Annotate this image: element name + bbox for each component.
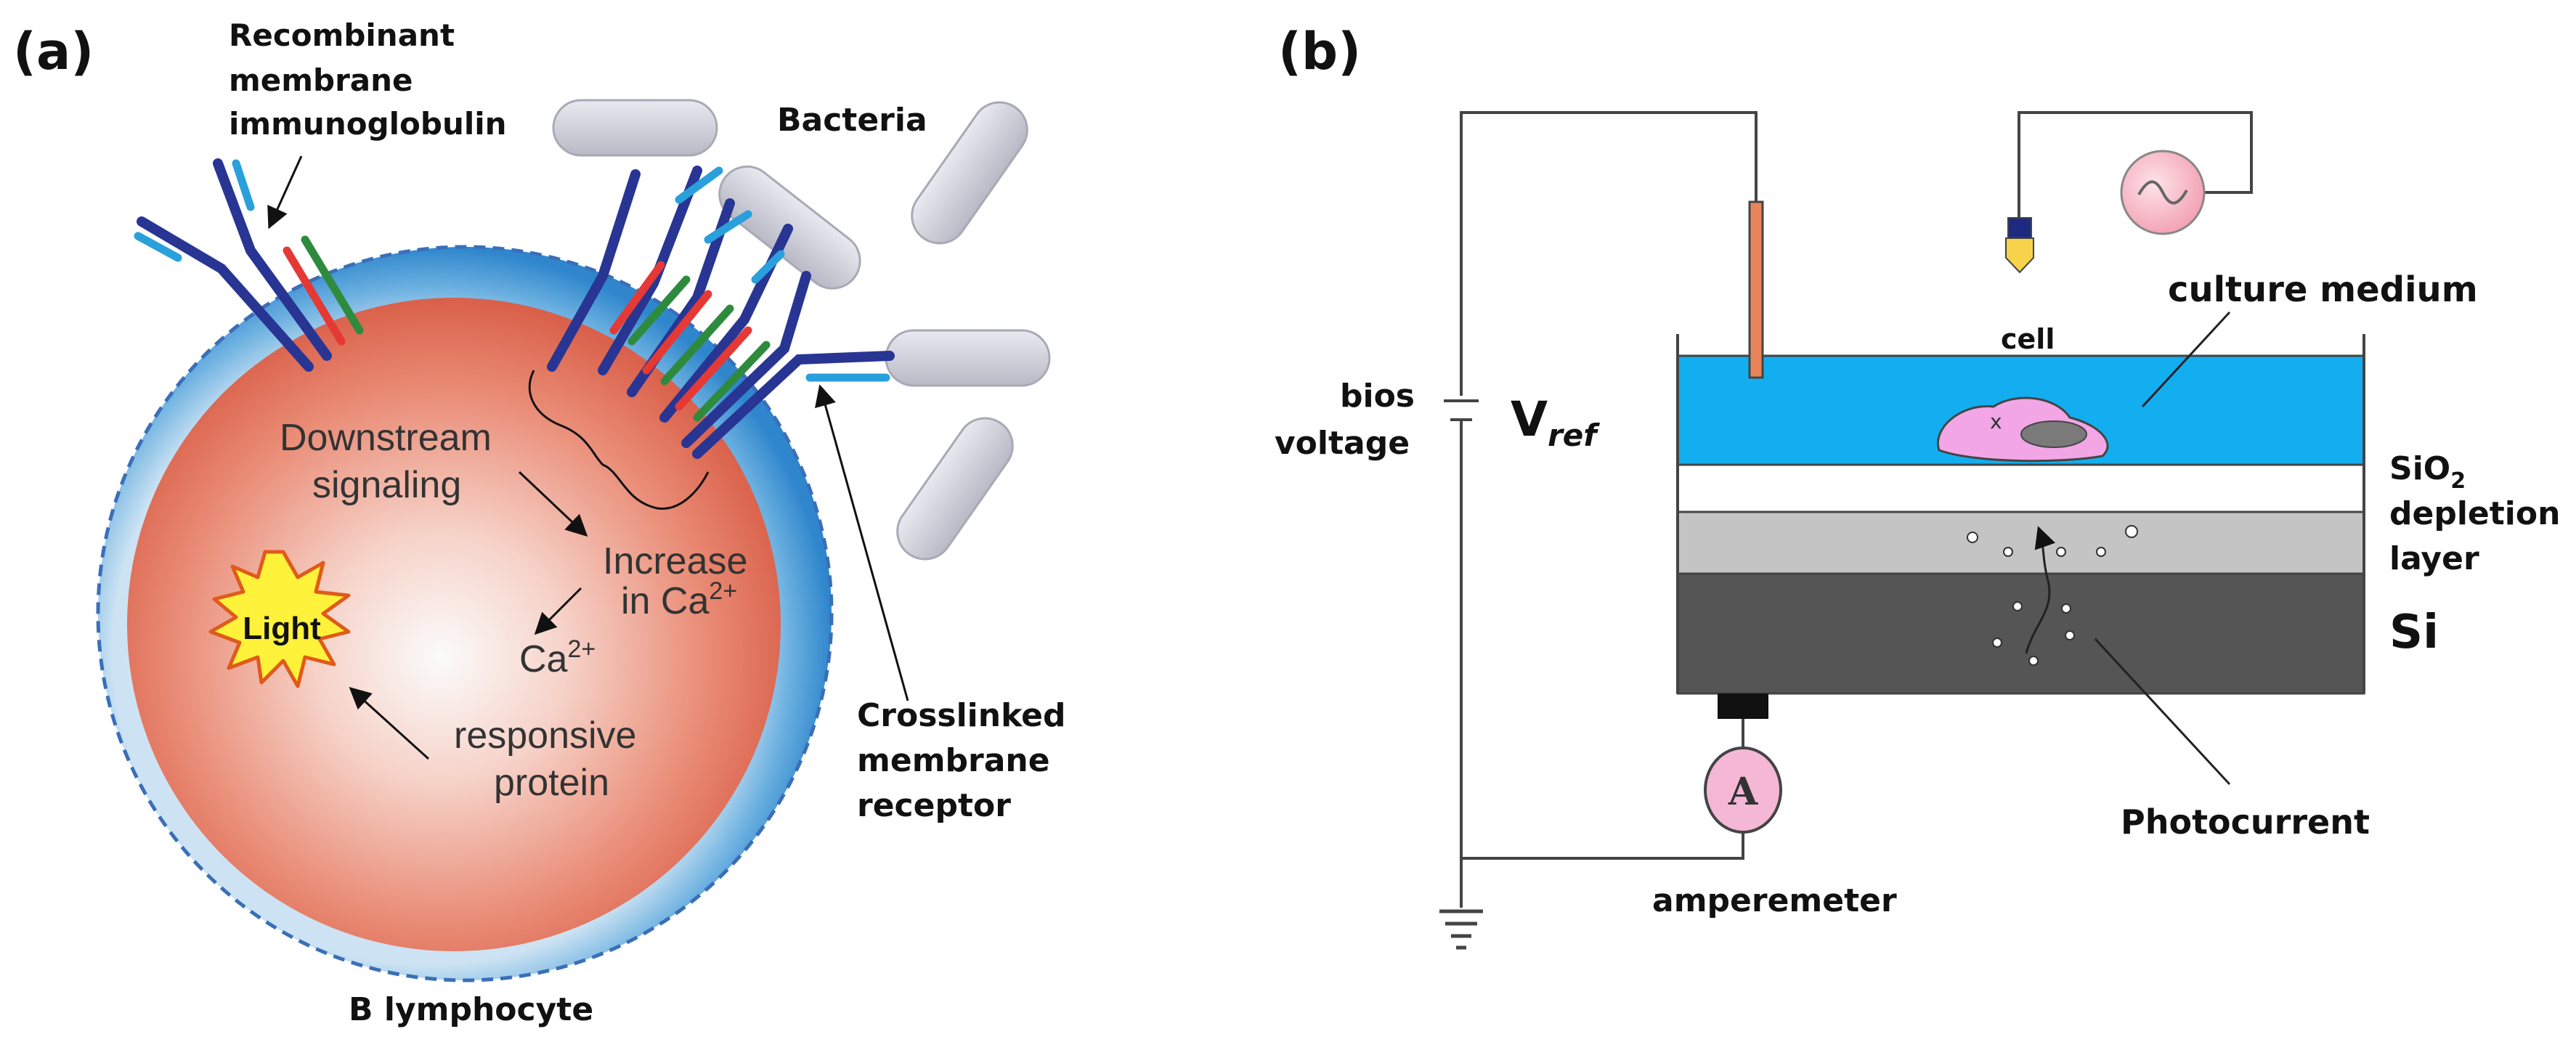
- increase-label-2: in Ca2+: [621, 577, 737, 622]
- circuit-wires: [1460, 111, 2253, 908]
- bacterium: [885, 329, 1051, 387]
- downstream-label-1: Downstream: [280, 417, 492, 459]
- ammeter-symbol: A: [1728, 770, 1758, 814]
- bacterium: [911, 101, 1028, 245]
- increase-label-1: Increase: [603, 540, 747, 582]
- panel-a-label: (a): [13, 22, 94, 81]
- depletion-layer: [1676, 510, 2365, 575]
- sensor-stack: [1676, 334, 2365, 719]
- bacteria-group: [552, 99, 1051, 561]
- depletion-label-1: depletion: [2389, 495, 2560, 532]
- recombinant-label-1: Recombinant: [229, 17, 455, 53]
- arrow-increase: [534, 587, 582, 635]
- si-label: Si: [2389, 606, 2439, 659]
- photocurrent-label: Photocurrent: [2121, 802, 2370, 842]
- bacterium: [896, 417, 1014, 561]
- charge-carriers: [1967, 525, 2138, 666]
- cell-label: cell: [2001, 323, 2055, 355]
- reference-electrode: [1748, 200, 1764, 379]
- arrow-crosslinked: [815, 384, 909, 701]
- bios-label-1: bios: [1340, 378, 1415, 415]
- b-lymphocyte-cell: [96, 245, 834, 982]
- downstream-label-2: signaling: [312, 464, 461, 506]
- panel-a: (a): [13, 17, 1066, 1028]
- culture-medium-label: culture medium: [2168, 269, 2478, 310]
- depletion-label-2: layer: [2389, 540, 2479, 577]
- ground-symbol: [1439, 909, 1483, 950]
- back-contact: [1718, 693, 1768, 719]
- pointer-photocurrent: [2094, 638, 2231, 786]
- light-probe: [2005, 217, 2034, 274]
- light-burst: [208, 550, 351, 688]
- arrow-recombinant: [267, 155, 303, 229]
- ac-source: [2120, 150, 2206, 235]
- pointer-lines: [2094, 311, 2231, 786]
- annotation-arrows: [267, 155, 909, 760]
- crosslinked-label-3: receptor: [857, 787, 1011, 824]
- recombinant-label-3: immunoglobulin: [229, 106, 507, 142]
- bios-label-2: voltage: [1275, 425, 1410, 462]
- vref-label: Vref: [1511, 391, 1600, 453]
- panel-b-label: (b): [1278, 22, 1361, 81]
- svg-text:x: x: [1990, 410, 2002, 434]
- ca-protein-label-2: responsive: [454, 715, 636, 757]
- panel-b: (b): [1275, 22, 2560, 950]
- wire-top: [1460, 111, 1758, 396]
- amperemeter-label: amperemeter: [1652, 882, 1897, 919]
- arrow-light: [349, 686, 430, 760]
- ca-protein-label-3: protein: [494, 762, 609, 804]
- sio2-label: SiO2: [2389, 450, 2466, 494]
- cultured-cell: x: [1937, 396, 2109, 463]
- cytoplasm: [127, 298, 781, 951]
- cluster-bracket: [528, 370, 710, 510]
- crosslinked-receptor-cluster: [547, 166, 895, 459]
- bacterium: [552, 99, 718, 157]
- wire-bottom: [1461, 824, 1744, 860]
- light-label: Light: [243, 611, 321, 646]
- pointer-culture: [2141, 311, 2231, 408]
- membrane-outline: [96, 245, 834, 982]
- bias-voltage-source: [1444, 399, 1479, 421]
- carrier-path: [2025, 526, 2056, 654]
- recombinant-label-2: membrane: [229, 62, 413, 98]
- ammeter: A: [1704, 746, 1782, 834]
- sio2-layer: [1676, 463, 2365, 513]
- bacteria-label: Bacteria: [777, 102, 927, 139]
- wire-probe: [2018, 111, 2253, 218]
- crosslinked-label-2: membrane: [857, 742, 1050, 779]
- recombinant-receptor: [134, 158, 364, 372]
- si-layer: [1676, 572, 2365, 695]
- crosslinked-label-1: Crosslinked: [857, 697, 1066, 734]
- ca-protein-label-1: Ca2+: [519, 635, 596, 680]
- arrow-downstream: [518, 471, 588, 537]
- b-lymphocyte-label: B lymphocyte: [349, 991, 593, 1028]
